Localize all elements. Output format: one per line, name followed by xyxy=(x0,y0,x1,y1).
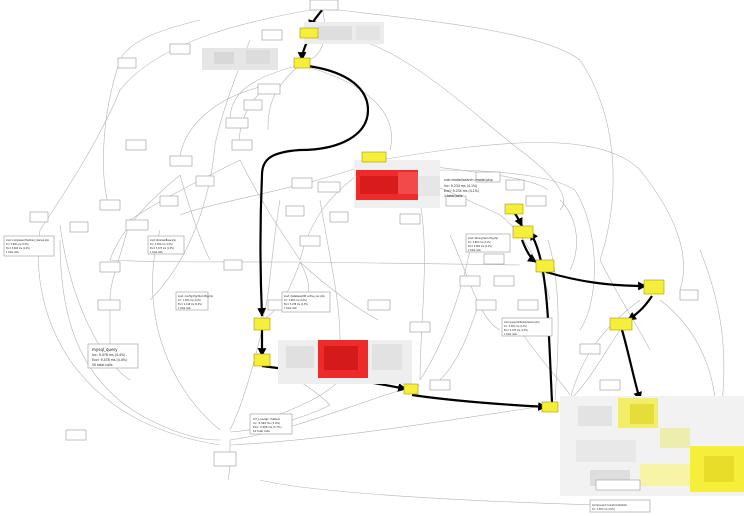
node-database-mysql-line-2: Excl: 5.238 ms (2.3%) xyxy=(284,303,308,306)
node-bottom-line-1: Inc: 2.367 ms (1.0%) xyxy=(592,508,615,511)
node-database-mysql-line-1: Inc: 5.618 ms (2.4%) xyxy=(284,299,307,302)
node-library-label: load::library/Security.php xyxy=(468,237,498,240)
node-compressor-label: load::compressor/fastload_cleanup.php xyxy=(6,239,50,242)
node-run-label: sub::model/search::model.php xyxy=(444,178,493,182)
node-base-line-2: Excl: 3.073 ms (1.3%) xyxy=(150,247,174,250)
node-ct-loader-label: CT_Loader::helper xyxy=(253,417,281,421)
node-library-line-2: Excl: 4.862 ms (2.1%) xyxy=(468,245,492,248)
node-run-line-3: 1 total calls xyxy=(444,194,463,198)
node-base-line-1: Inc: 3.204 ms (1.4%) xyxy=(150,243,173,246)
node-session-line-2: Excl: 3.335 ms (1.4%) xyxy=(504,329,528,332)
node-bottom: Component::load/model/defs Inc: 2.367 ms… xyxy=(589,499,651,513)
node-session-label: load::support/db/expression.php xyxy=(504,321,540,324)
node-library-line-1: Inc: 4.862 ms (2.1%) xyxy=(468,241,491,244)
node-bottom-label: Component::load/model/defs xyxy=(592,504,627,507)
node-base-line-3: 1 total calls xyxy=(150,251,164,254)
node-mysql-query-label: mysql_query xyxy=(92,347,118,352)
node-ct-loader-line-3: 10 total calls xyxy=(253,429,270,433)
node-session-line-3: 1 total calls xyxy=(504,333,518,336)
node-mysql-query-line-1: Inc: 9.478 ms (4.4%) xyxy=(92,353,125,357)
node-ct-loader-line-2: Excl: 9.308 ms (3.7%) xyxy=(253,425,282,429)
hot-node-layer xyxy=(253,27,665,413)
node-database-mysql: load::database/DB_active_rec.php Inc: 5.… xyxy=(281,291,331,313)
node-mysql-query: mysql_query Inc: 9.478 ms (4.4%) Excl: 9… xyxy=(87,343,139,369)
node-config-line-1: Inc: 1.155 ms (1.0%) xyxy=(178,299,201,302)
node-session-line-1: Inc: 4.355 ms (2.1%) xyxy=(504,325,527,328)
node-session: load::support/db/expression.php Inc: 4.3… xyxy=(501,317,553,337)
node-run-line-2: Excl: 9.234 ms (4.1%) xyxy=(444,189,479,193)
node-ct-loader: CT_Loader::helper Inc: 9.369 ms (3.9%) E… xyxy=(249,413,293,435)
node-run: sub::model/search::model.php Inc: 9.234 … xyxy=(444,178,493,198)
node-base: load::libraries/Base.php Inc: 3.204 ms (… xyxy=(147,235,185,255)
node-mysql-query-line-3: 50 total calls xyxy=(92,363,113,367)
node-database-mysql-label: load::database/DB_active_rec.php xyxy=(284,295,325,298)
node-layer xyxy=(29,0,699,491)
node-config-label: load::config/cfg/dbconfig.php xyxy=(178,295,213,298)
node-config-line-3: 1 total calls xyxy=(178,307,192,310)
node-library-line-3: 1 total calls xyxy=(468,249,482,252)
node-compressor-line-2: Excl: 5.600 ms (2.4%) xyxy=(6,247,30,250)
node-base-label: load::libraries/Base.php xyxy=(150,239,177,242)
node-ct-loader-line-1: Inc: 9.369 ms (3.9%) xyxy=(253,421,280,425)
node-config: load::config/cfg/dbconfig.php Inc: 1.155… xyxy=(175,291,213,311)
redacted-regions xyxy=(202,22,744,496)
node-compressor-line-1: Inc: 5.600 ms (2.4%) xyxy=(6,243,29,246)
node-database-mysql-line-3: 1 total calls xyxy=(284,307,298,310)
node-run-line-1: Inc: 9.234 ms (4.1%) xyxy=(444,184,477,188)
node-compressor: load::compressor/fastload_cleanup.php In… xyxy=(3,235,55,257)
node-compressor-line-3: 1 total calls xyxy=(6,251,20,254)
node-mysql-query-line-2: Excl: 9.478 ms (4.4%) xyxy=(92,358,127,362)
node-config-line-2: Excl: 2.148 ms (0.9%) xyxy=(178,303,202,306)
node-library: load::library/Security.php Inc: 4.862 ms… xyxy=(465,233,511,253)
